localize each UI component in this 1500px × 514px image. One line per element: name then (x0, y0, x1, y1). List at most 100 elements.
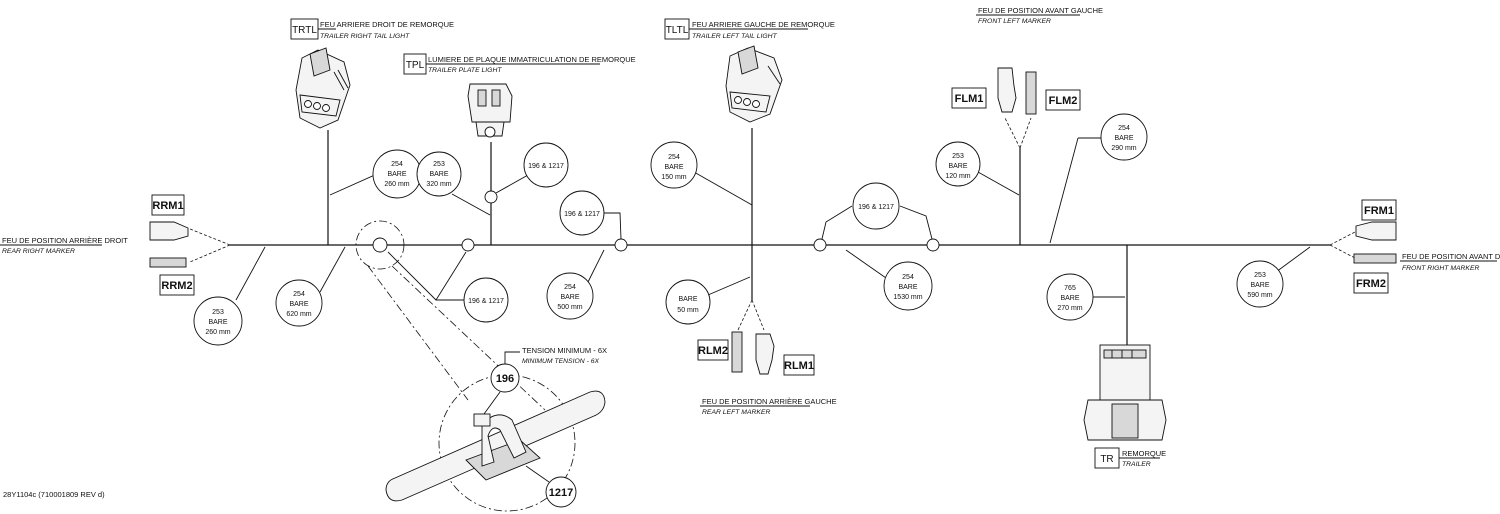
tltl-label-fr: FEU ARRIERE GAUCHE DE REMORQUE (692, 20, 835, 29)
callout-c14: 254 BARE 1530 mm (845, 249, 933, 311)
rlm2-plug-drawing (731, 331, 743, 373)
rrm2-code: RRM2 (161, 280, 192, 292)
svg-text:120 mm: 120 mm (945, 173, 970, 180)
svg-text:270 mm: 270 mm (1057, 305, 1082, 312)
detail-projection-right (391, 265, 546, 411)
rlm2-code: RLM2 (698, 345, 728, 357)
clip-location-5 (813, 238, 827, 252)
tension-label-fr: TENSION MINIMUM - 6X (522, 346, 607, 355)
svg-text:BARE: BARE (289, 301, 308, 308)
rrm1-branch (189, 228, 231, 246)
tpl-label-en: TRAILER PLATE LIGHT (428, 67, 502, 74)
detail-projection-left (367, 265, 469, 401)
callout-c13: BARE 50 mm (665, 276, 751, 325)
svg-text:320 mm: 320 mm (426, 181, 451, 188)
clip-location-2 (461, 238, 475, 252)
rrm2-plug-drawing (149, 257, 187, 268)
svg-text:196 & 1217: 196 & 1217 (858, 204, 894, 211)
svg-text:290 mm: 290 mm (1111, 145, 1136, 152)
rlm-label-en: REAR LEFT MARKER (702, 409, 770, 416)
rlm1-plug-drawing (755, 333, 775, 375)
rlm-connector: RLM2 RLM1 FEU DE POSITION ARRIÈRE GAUCHE… (697, 331, 837, 416)
callout-c8: 254 BARE 290 mm (1049, 113, 1148, 244)
svg-text:254: 254 (391, 161, 403, 168)
tpl-code: TPL (406, 60, 425, 71)
rrm1-code: RRM1 (152, 200, 183, 212)
svg-text:BARE: BARE (898, 284, 917, 291)
part-1217-bubble (545, 476, 577, 508)
svg-text:260 mm: 260 mm (205, 329, 230, 336)
flm2-code: FLM2 (1049, 95, 1078, 107)
flm-label-en: FRONT LEFT MARKER (978, 18, 1051, 25)
svg-text:500 mm: 500 mm (557, 304, 582, 311)
svg-text:BARE: BARE (387, 171, 406, 178)
flm1-branch (1004, 117, 1021, 149)
svg-text:254: 254 (668, 154, 680, 161)
detail-tie-head (473, 413, 491, 427)
svg-text:253: 253 (952, 153, 964, 160)
frm1-box (1361, 199, 1397, 221)
tr-label-en: TRAILER (1122, 461, 1151, 468)
detail-tie-strap (481, 414, 527, 467)
svg-text:196 & 1217: 196 & 1217 (564, 211, 600, 218)
svg-text:253: 253 (212, 309, 224, 316)
svg-text:253: 253 (1254, 272, 1266, 279)
tr-label-fr: REMORQUE (1122, 449, 1166, 458)
rlm2-branch (737, 299, 753, 331)
svg-text:196 & 1217: 196 & 1217 (528, 163, 564, 170)
svg-text:BARE: BARE (560, 294, 579, 301)
callout-c5: 254 BARE 150 mm (650, 141, 753, 206)
clip-location-1 (372, 237, 388, 253)
svg-text:254: 254 (1118, 125, 1130, 132)
document-reference: 28Y1104c (710001809 REV d) (3, 490, 105, 499)
svg-text:620 mm: 620 mm (286, 311, 311, 318)
svg-text:765: 765 (1064, 285, 1076, 292)
rlm2-box (697, 339, 729, 361)
trtl-connector: TRTL FEU ARRIERE DROIT DE REMORQUE TRAIL… (290, 18, 454, 129)
svg-text:260 mm: 260 mm (384, 181, 409, 188)
svg-text:BARE: BARE (678, 296, 697, 303)
flm1-plug-drawing (997, 67, 1017, 113)
svg-text:590 mm: 590 mm (1247, 292, 1272, 299)
frm2-code: FRM2 (1356, 278, 1386, 290)
trtl-code: TRTL (292, 25, 317, 36)
rlm1-code: RLM1 (784, 360, 814, 372)
svg-text:BARE: BARE (208, 319, 227, 326)
svg-text:BARE: BARE (1114, 135, 1133, 142)
callout-c4: 196 & 1217 (559, 190, 622, 240)
callout-c3: 196 & 1217 (495, 142, 569, 194)
callout-c9: 254 BARE 620 mm (275, 246, 346, 327)
frm2-plug-drawing (1353, 253, 1397, 264)
rrm2-box (159, 274, 195, 296)
flm2-branch (1019, 117, 1032, 149)
rrm-connector: FEU DE POSITION ARRIÈRE DROIT REAR RIGHT… (0, 194, 195, 296)
tr-connector-drawing (1083, 344, 1167, 441)
trtl-connector-drawing (295, 47, 351, 129)
svg-text:1530 mm: 1530 mm (893, 294, 922, 301)
callout-c6: 196 & 1217 (821, 182, 933, 240)
tr-connector: TR REMORQUE TRAILER (1083, 344, 1167, 469)
rlm1-box (783, 354, 815, 376)
tltl-label-en: TRAILER LEFT TAIL LIGHT (692, 33, 778, 40)
part-196-label: 196 (496, 373, 514, 385)
callout-c15: 765 BARE 270 mm (1046, 273, 1125, 321)
svg-text:196 & 1217: 196 & 1217 (468, 298, 504, 305)
callout-c2: 253 BARE 320 mm (416, 151, 491, 216)
frm-label-fr: FEU DE POSITION AVANT DROIT (1402, 252, 1500, 261)
frm2-branch (1329, 244, 1356, 259)
callout-c10: 196 & 1217 (387, 251, 509, 323)
rlm-label-fr: FEU DE POSITION ARRIÈRE GAUCHE (702, 397, 837, 406)
tpl-connector-drawing (467, 83, 513, 138)
flm1-box (951, 87, 987, 109)
svg-text:254: 254 (293, 291, 305, 298)
svg-text:BARE: BARE (1250, 282, 1269, 289)
rrm2-branch (189, 244, 231, 263)
svg-text:BARE: BARE (429, 171, 448, 178)
svg-text:253: 253 (433, 161, 445, 168)
flm-label-fr: FEU DE POSITION AVANT GAUCHE (978, 6, 1103, 15)
frm1-code: FRM1 (1364, 205, 1394, 217)
svg-text:150 mm: 150 mm (661, 174, 686, 181)
svg-text:254: 254 (902, 274, 914, 281)
detail-view-circle (438, 374, 576, 512)
